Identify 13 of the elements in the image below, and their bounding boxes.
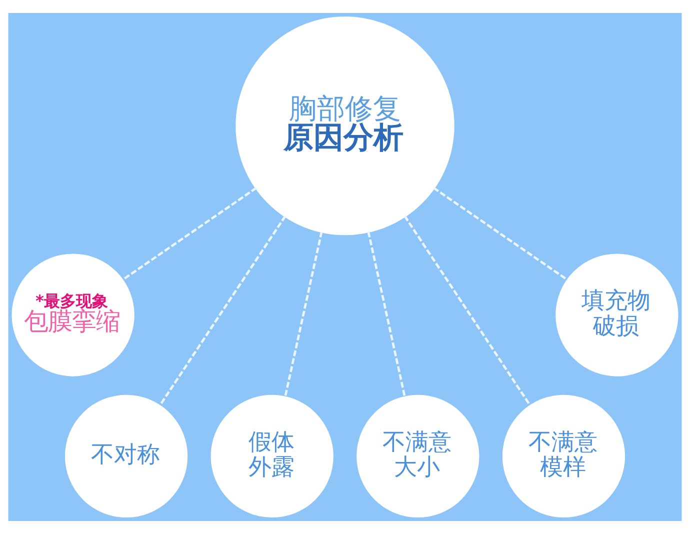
node-circle: 胸部修复 原因分析	[236, 16, 454, 236]
connector	[122, 186, 257, 281]
node-circle: 假体外露	[210, 394, 334, 518]
connector	[158, 215, 286, 407]
node-circle: *最多现象 包膜挛缩	[12, 254, 134, 376]
node-circle: 不满意大小	[356, 394, 480, 518]
connector	[284, 231, 323, 398]
node-circle: 不满意模样	[502, 394, 626, 518]
connector	[433, 186, 568, 281]
node-circle: 不对称	[64, 394, 188, 518]
connector	[367, 231, 406, 398]
node-circle: 填充物破损	[556, 254, 678, 376]
connector	[404, 215, 532, 407]
